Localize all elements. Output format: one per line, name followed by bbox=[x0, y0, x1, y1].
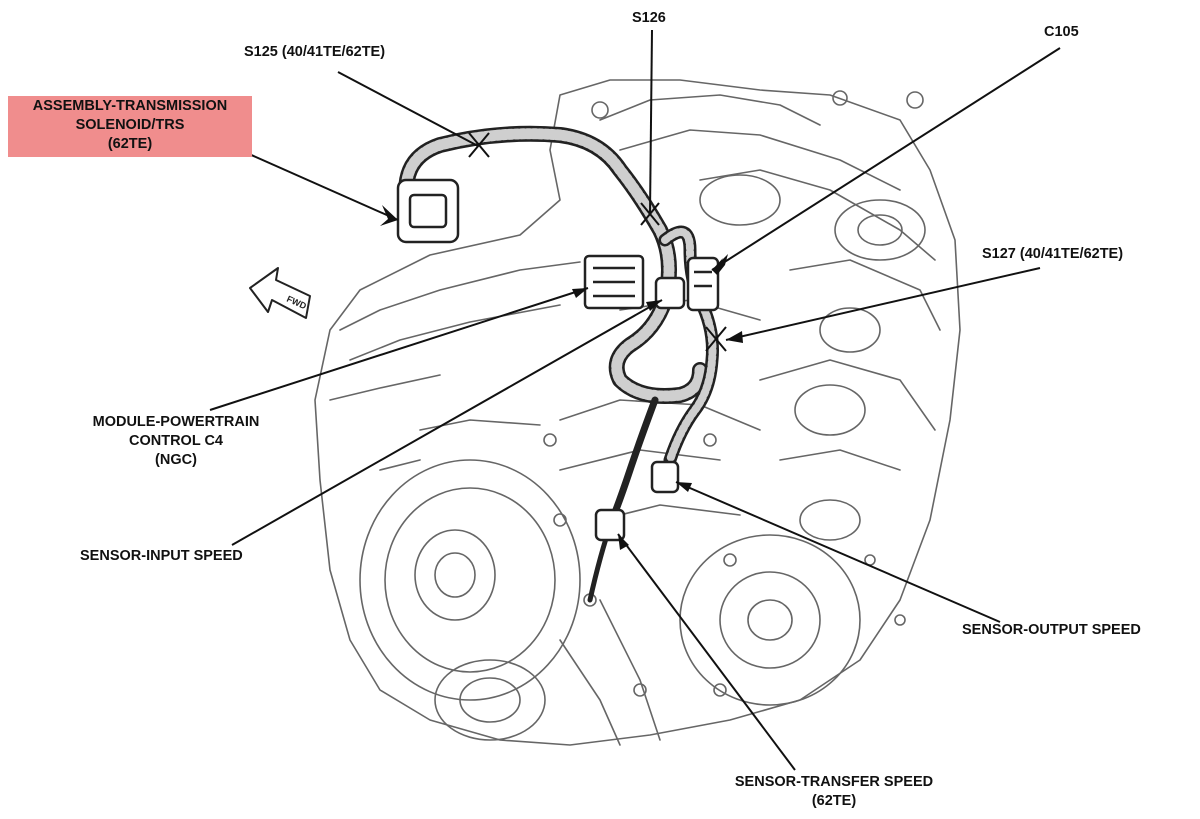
label-s126: S126 bbox=[632, 10, 666, 26]
splice-x-icon bbox=[468, 132, 727, 352]
label-assembly-transmission: ASSEMBLY-TRANSMISSION SOLENOID/TRS (62TE… bbox=[8, 96, 252, 157]
label-s125: S125 (40/41TE/62TE) bbox=[244, 44, 386, 60]
label-s127: S127 (40/41TE/62TE) bbox=[982, 246, 1124, 262]
leader-s126 bbox=[649, 29, 653, 214]
leader-s125 bbox=[337, 71, 479, 147]
leader-s127 bbox=[725, 267, 1041, 341]
leader-transfer-speed bbox=[617, 533, 796, 771]
label-input-speed: SENSOR-INPUT SPEED bbox=[80, 548, 243, 564]
leader-lines bbox=[209, 29, 1061, 771]
leader-arrowheads bbox=[380, 205, 743, 550]
leader-assembly bbox=[239, 149, 399, 221]
label-module-powertrain: MODULE-POWERTRAIN CONTROL C4 (NGC) bbox=[92, 414, 260, 468]
label-transfer-speed: SENSOR-TRANSFER SPEED (62TE) bbox=[734, 774, 934, 809]
leader-input-speed bbox=[231, 299, 663, 546]
leader-pcm bbox=[209, 287, 589, 411]
leader-c105 bbox=[711, 47, 1061, 271]
label-output-speed: SENSOR-OUTPUT SPEED bbox=[962, 622, 1141, 638]
connector-icon bbox=[396, 178, 720, 542]
leader-output-speed bbox=[675, 481, 1001, 623]
label-c105: C105 bbox=[1044, 24, 1079, 40]
fwd-arrow-icon: FWD bbox=[249, 267, 311, 319]
wiring-harness bbox=[398, 125, 719, 603]
